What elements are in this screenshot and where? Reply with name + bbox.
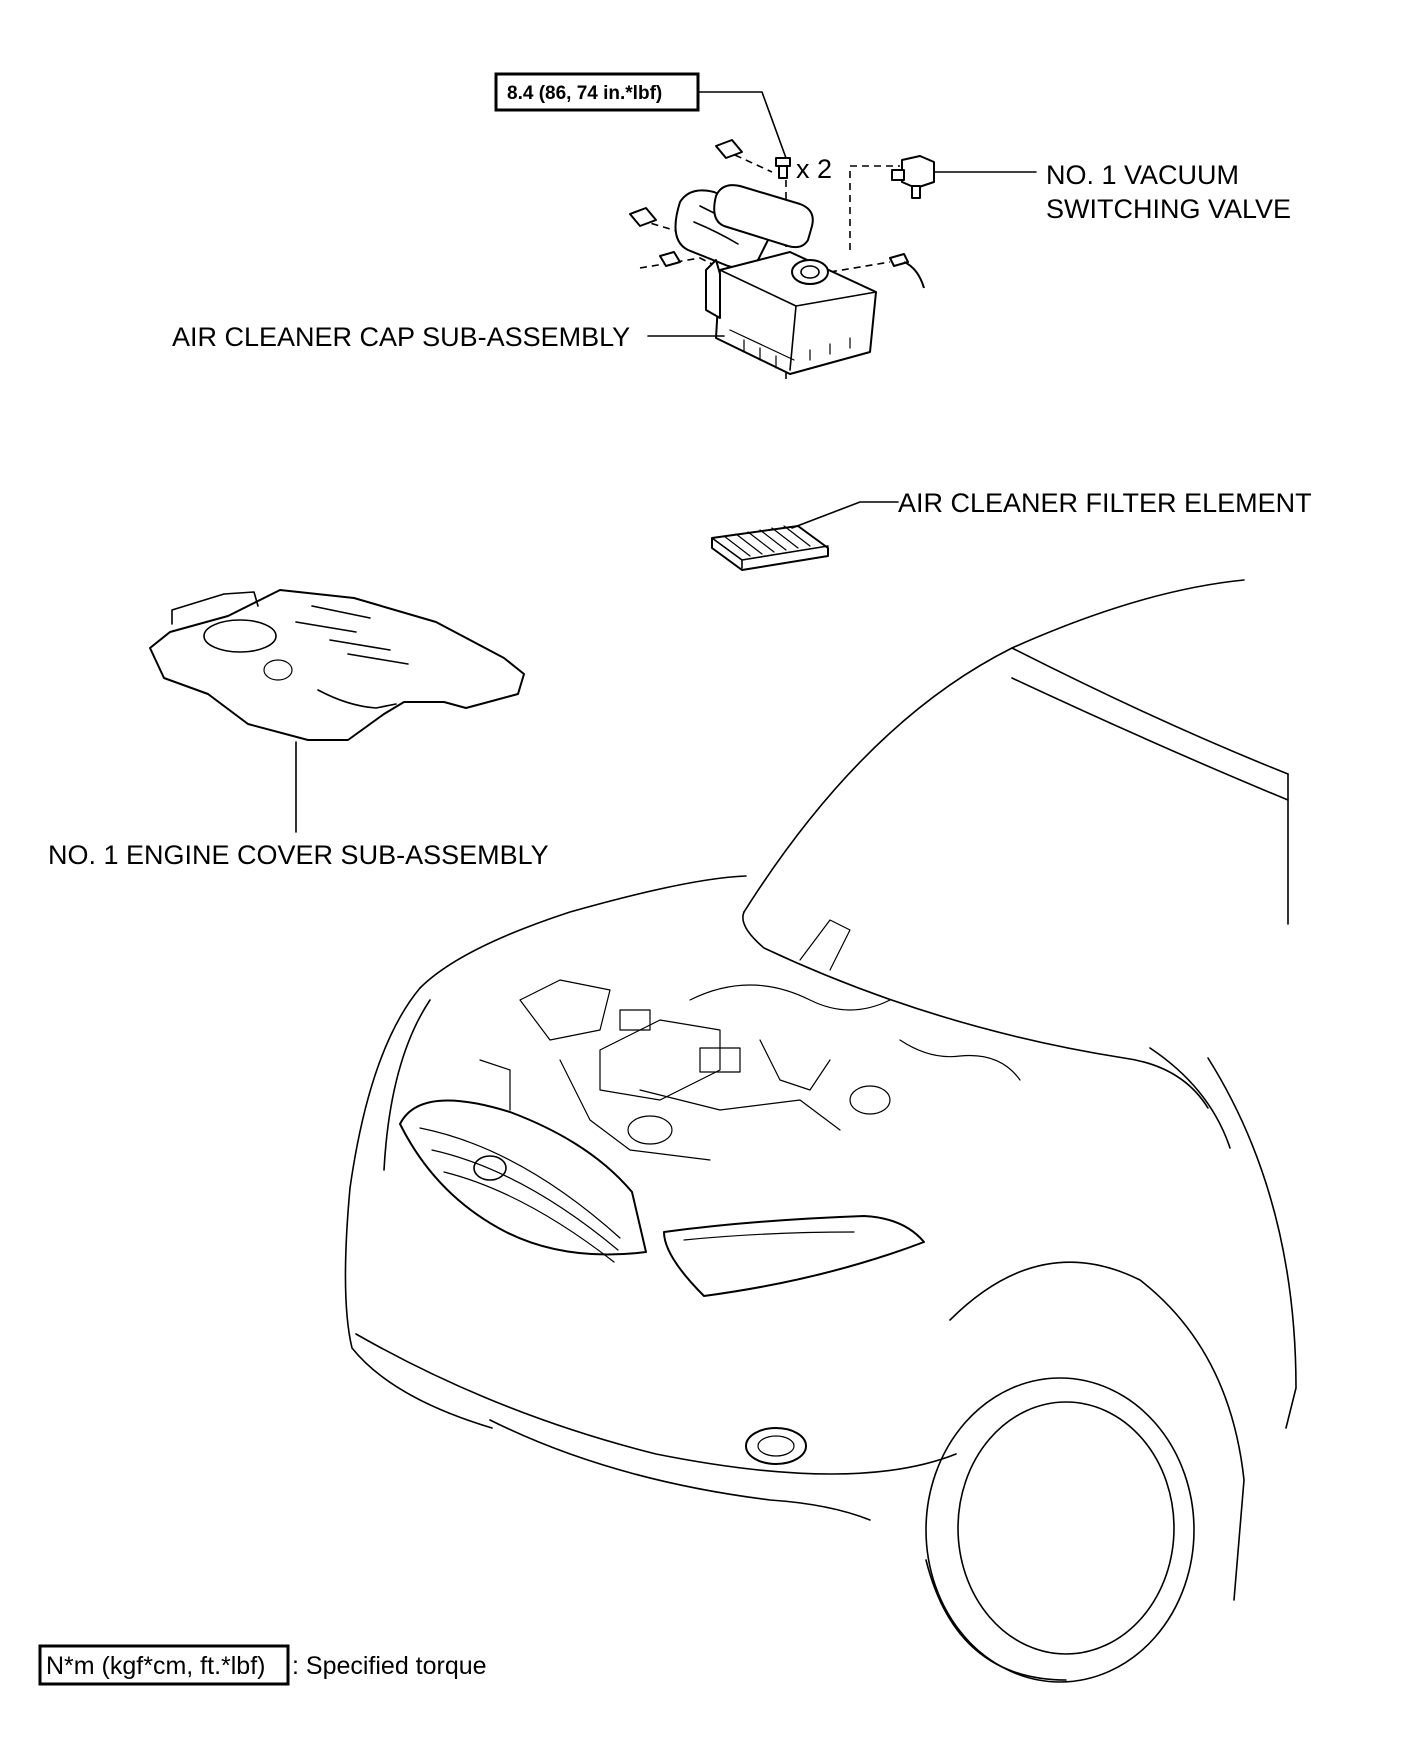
- legend-description: : Specified torque: [292, 1652, 487, 1680]
- label-vacuum-switching-valve-line1: NO. 1 VACUUM: [1046, 160, 1239, 190]
- torque-spec-value: 8.4 (86, 74 in.*lbf): [507, 83, 662, 104]
- torque-callout: 8.4 (86, 74 in.*lbf) x 2: [494, 72, 832, 184]
- label-air-filter-element: AIR CLEANER FILTER ELEMENT: [898, 488, 1312, 518]
- vacuum-switching-valve-icon: [891, 155, 1037, 199]
- air-cleaner-cap-icon: [629, 139, 900, 380]
- engine-cover-icon: [149, 589, 525, 741]
- torque-legend: N*m (kgf*cm, ft.*lbf) : Specified torque: [38, 1644, 487, 1686]
- torque-spec-box: [494, 72, 700, 112]
- legend-unit: N*m (kgf*cm, ft.*lbf): [46, 1652, 265, 1680]
- legend-unit-box: [38, 1644, 290, 1686]
- vacuum-hose-connector: [889, 253, 925, 289]
- label-engine-cover: NO. 1 ENGINE COVER SUB-ASSEMBLY: [48, 840, 549, 870]
- bolt-icon: [775, 157, 791, 179]
- label-vacuum-switching-valve-line2: SWITCHING VALVE: [1046, 194, 1291, 224]
- air-filter-icon: [711, 501, 899, 571]
- label-air-cleaner-cap: AIR CLEANER CAP SUB-ASSEMBLY: [172, 322, 630, 352]
- vehicle-front-icon: [344, 579, 1297, 1683]
- bolt-quantity: x 2: [796, 154, 832, 184]
